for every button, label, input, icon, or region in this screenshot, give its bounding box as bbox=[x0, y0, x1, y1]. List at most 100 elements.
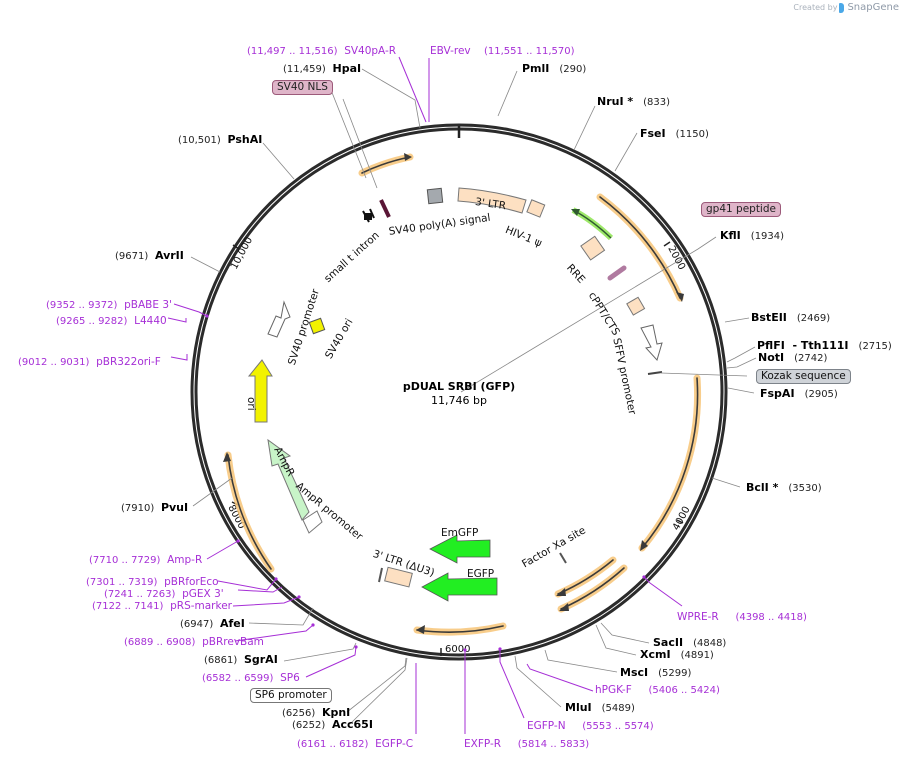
primer-label[interactable]: (6161 .. 6182) EGFP-C bbox=[297, 738, 413, 751]
feature-label-box[interactable]: Kozak sequence bbox=[756, 369, 851, 384]
primer-label[interactable]: hPGK-F (5406 .. 5424) bbox=[595, 684, 720, 697]
feature-emgfp bbox=[429, 534, 491, 564]
feature-label-box[interactable]: SV40 NLS bbox=[272, 80, 333, 95]
primer-range: (7710 .. 7729) bbox=[89, 555, 161, 566]
primer-name: Amp-R bbox=[167, 554, 203, 566]
primer-range: (6161 .. 6182) bbox=[297, 739, 369, 750]
feature-egfp bbox=[421, 572, 498, 602]
enzyme-name: MscI bbox=[620, 666, 649, 679]
enzyme-site-label[interactable]: (7910) PvuI bbox=[121, 502, 188, 515]
primer-label[interactable]: (11,551 .. 11,570) bbox=[484, 45, 575, 58]
enzyme-name: PflFI - Tth111I bbox=[757, 339, 849, 352]
primer-label[interactable]: (7710 .. 7729) Amp-R bbox=[89, 554, 202, 567]
enzyme-position: (4891) bbox=[680, 650, 714, 661]
primer-range: (7241 .. 7263) bbox=[104, 589, 176, 600]
feature-label[interactable]: EmGFP bbox=[441, 527, 479, 539]
enzyme-name: FseI bbox=[640, 127, 666, 140]
enzyme-position: (833) bbox=[643, 97, 671, 108]
primer-range: (9012 .. 9031) bbox=[18, 357, 90, 368]
enzyme-position: (3530) bbox=[788, 483, 822, 494]
feature-rre bbox=[580, 235, 606, 261]
enzyme-site-label[interactable]: XcmI (4891) bbox=[640, 649, 714, 662]
enzyme-name: SgrAI bbox=[243, 653, 278, 666]
enzyme-position: (6947) bbox=[180, 619, 214, 630]
primer-range: (6582 .. 6599) bbox=[202, 673, 274, 684]
orf-arcs bbox=[223, 153, 702, 636]
enzyme-site-label[interactable]: (6252) Acc65I bbox=[292, 719, 373, 732]
enzyme-site-label[interactable]: (6947) AfeI bbox=[180, 618, 245, 631]
enzyme-site-label[interactable]: NotI (2742) bbox=[758, 352, 827, 365]
enzyme-name: Acc65I bbox=[331, 718, 373, 731]
enzyme-name: KflI bbox=[720, 229, 741, 242]
feature-ori bbox=[247, 359, 273, 423]
enzyme-site-label[interactable]: (11,459) HpaI bbox=[283, 63, 361, 76]
green-orf-arrow bbox=[571, 207, 614, 241]
feature-cppt bbox=[607, 265, 627, 281]
enzyme-position: (290) bbox=[559, 64, 587, 75]
enzyme-site-label[interactable]: FseI (1150) bbox=[640, 128, 709, 141]
feature-label-box[interactable]: gp41 peptide bbox=[701, 202, 781, 217]
primer-name: pRS-marker bbox=[170, 600, 232, 612]
enzyme-name: KpnI bbox=[321, 706, 351, 719]
enzyme-site-label[interactable]: NruI * (833) bbox=[597, 96, 670, 109]
primer-label[interactable]: (9352 .. 9372) pBABE 3' bbox=[46, 299, 172, 312]
feature-sv40-ori bbox=[308, 317, 326, 335]
primer-leaders bbox=[167, 56, 683, 734]
enzyme-position: (10,501) bbox=[178, 135, 221, 146]
enzyme-position: (6861) bbox=[204, 655, 238, 666]
enzyme-site-label[interactable]: (9671) AvrII bbox=[115, 250, 184, 263]
primer-label[interactable]: WPRE-R (4398 .. 4418) bbox=[677, 611, 807, 624]
feature-hiv-psi bbox=[526, 199, 546, 218]
snapgene-credit: Created by SnapGene bbox=[793, 2, 899, 13]
plasmid-length: 11,746 bp bbox=[431, 394, 487, 407]
primer-label[interactable]: (6582 .. 6599) SP6 bbox=[202, 672, 300, 685]
primer-range: (5814 .. 5833) bbox=[517, 739, 590, 750]
primer-label[interactable]: EGFP-N (5553 .. 5574) bbox=[527, 720, 654, 733]
enzyme-site-label[interactable]: MscI (5299) bbox=[620, 667, 691, 680]
enzyme-site-label[interactable]: (6256) KpnI bbox=[282, 707, 350, 720]
primer-range: (9352 .. 9372) bbox=[46, 300, 118, 311]
primer-label[interactable]: (7301 .. 7319) pBRforEco bbox=[86, 576, 219, 589]
primer-name: pBABE 3' bbox=[124, 299, 172, 311]
primer-name: pBRrevBam bbox=[202, 636, 264, 648]
feature-sv40-promoter bbox=[267, 300, 291, 338]
enzyme-position: (9671) bbox=[115, 251, 149, 262]
enzyme-name: FspAI bbox=[760, 387, 795, 400]
enzyme-site-label[interactable]: KflI (1934) bbox=[720, 230, 784, 243]
enzyme-site-label[interactable]: BstEII (2469) bbox=[751, 312, 830, 325]
enzyme-site-label[interactable]: SacII (4848) bbox=[653, 637, 726, 650]
enzyme-leaders bbox=[190, 68, 757, 725]
enzyme-site-label[interactable]: (6861) SgrAI bbox=[204, 654, 278, 667]
enzyme-name: PvuI bbox=[160, 501, 189, 514]
primer-label[interactable]: EBV-rev bbox=[430, 45, 471, 58]
enzyme-position: (6256) bbox=[282, 708, 316, 719]
primer-label[interactable]: (11,497 .. 11,516) SV40pA-R bbox=[247, 45, 396, 58]
enzyme-site-label[interactable]: FspAI (2905) bbox=[760, 388, 838, 401]
enzyme-site-label[interactable]: (10,501) PshAI bbox=[178, 134, 262, 147]
enzyme-site-label[interactable]: PflFI - Tth111I (2715) bbox=[757, 340, 892, 353]
primer-name: EGFP-C bbox=[375, 738, 414, 750]
primer-range: (11,551 .. 11,570) bbox=[484, 46, 575, 57]
primer-label[interactable]: (9012 .. 9031) pBR322ori-F bbox=[18, 356, 161, 369]
primer-label[interactable]: (9265 .. 9282) L4440 bbox=[56, 315, 167, 328]
primer-label[interactable]: (7241 .. 7263) pGEX 3' bbox=[104, 588, 224, 601]
enzyme-position: (5299) bbox=[658, 668, 692, 679]
feature-label[interactable]: ori bbox=[245, 397, 257, 411]
primer-range: (5553 .. 5574) bbox=[582, 721, 654, 732]
enzyme-name: AfeI bbox=[219, 617, 245, 630]
enzyme-name: HpaI bbox=[332, 62, 362, 75]
primer-label[interactable]: (7122 .. 7141) pRS-marker bbox=[92, 600, 232, 613]
enzyme-position: (11,459) bbox=[283, 64, 326, 75]
enzyme-name: SacII bbox=[653, 636, 684, 649]
feature-label[interactable]: EGFP bbox=[467, 568, 495, 580]
primer-name: WPRE-R bbox=[677, 611, 719, 623]
primer-label[interactable]: EXFP-R (5814 .. 5833) bbox=[464, 738, 589, 751]
primer-label[interactable]: (6889 .. 6908) pBRrevBam bbox=[124, 636, 264, 649]
feature-3-ltr-du3 bbox=[384, 566, 413, 588]
enzyme-position: (2905) bbox=[804, 389, 838, 400]
enzyme-site-label[interactable]: MluI (5489) bbox=[565, 702, 635, 715]
enzyme-site-label[interactable]: PmlI (290) bbox=[522, 63, 586, 76]
enzyme-site-label[interactable]: BclI * (3530) bbox=[746, 482, 822, 495]
feature-label-box[interactable]: SP6 promoter bbox=[250, 688, 332, 703]
enzyme-name: MluI bbox=[565, 701, 592, 714]
